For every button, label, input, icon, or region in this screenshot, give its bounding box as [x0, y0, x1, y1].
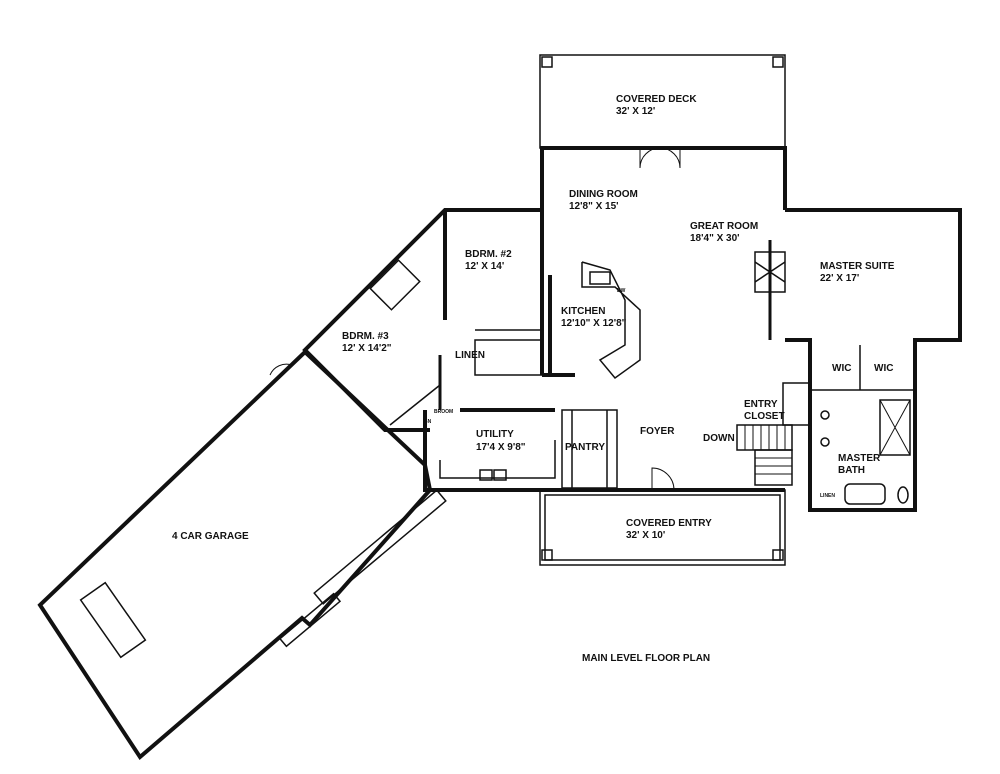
garage-name: 4 CAR GARAGE	[172, 531, 249, 542]
linen-label: LINEN	[455, 350, 485, 361]
covered-deck-size: 32' X 12'	[616, 106, 655, 117]
broom-label: BROOM	[434, 409, 453, 415]
plan-title: MAIN LEVEL FLOOR PLAN	[582, 653, 710, 664]
kitchen-name: KITCHEN	[561, 306, 605, 317]
utility-size: 17'4 X 9'8"	[476, 442, 526, 453]
covered-entry	[539, 489, 786, 566]
stairs	[736, 382, 811, 486]
bdrm3-name: BDRM. #3	[342, 331, 389, 342]
foyer-label: FOYER	[640, 426, 675, 437]
down-label: DOWN	[703, 433, 735, 444]
dining-room-size: 12'8" X 15'	[569, 201, 619, 212]
kitchen-counter	[542, 261, 641, 380]
covered-deck-name: COVERED DECK	[616, 94, 697, 105]
master-bath-label-2: BATH	[838, 465, 865, 476]
master-suite-size: 22' X 17'	[820, 273, 859, 284]
pantry-label: PANTRY	[565, 442, 605, 453]
bedroom-wing-walls	[302, 208, 555, 432]
covered-entry-size: 32' X 10'	[626, 530, 665, 541]
great-room-name: GREAT ROOM	[690, 221, 758, 232]
entry-closet-label-1: ENTRY	[744, 399, 778, 410]
bath-linen-label: LINEN	[820, 493, 835, 499]
dishwasher-label: DW	[617, 288, 626, 294]
covered-entry-name: COVERED ENTRY	[626, 518, 712, 529]
room-labels: COVERED DECK 32' X 12' DINING ROOM 12'8"…	[172, 94, 895, 664]
main-walls	[430, 146, 962, 512]
dining-room-name: DINING ROOM	[569, 189, 638, 200]
utility-walls	[423, 409, 675, 492]
utility-name: UTILITY	[476, 429, 514, 440]
entry-closet-label-2: CLOSET	[744, 411, 785, 422]
great-room-size: 18'4" X 30'	[690, 233, 740, 244]
bn-label: BN	[424, 419, 432, 425]
wic-label-1: WIC	[832, 363, 851, 374]
master-bath-label-1: MASTER	[838, 453, 881, 464]
master-bath-fixtures	[820, 399, 911, 505]
kitchen-size: 12'10" X 12'8"	[561, 318, 627, 329]
master-suite-name: MASTER SUITE	[820, 261, 895, 272]
wic-label-2: WIC	[874, 363, 893, 374]
garage	[37, 350, 447, 760]
bdrm2-name: BDRM. #2	[465, 249, 512, 260]
bdrm2-size: 12' X 14'	[465, 261, 504, 272]
bdrm3-size: 12' X 14'2"	[342, 343, 392, 354]
